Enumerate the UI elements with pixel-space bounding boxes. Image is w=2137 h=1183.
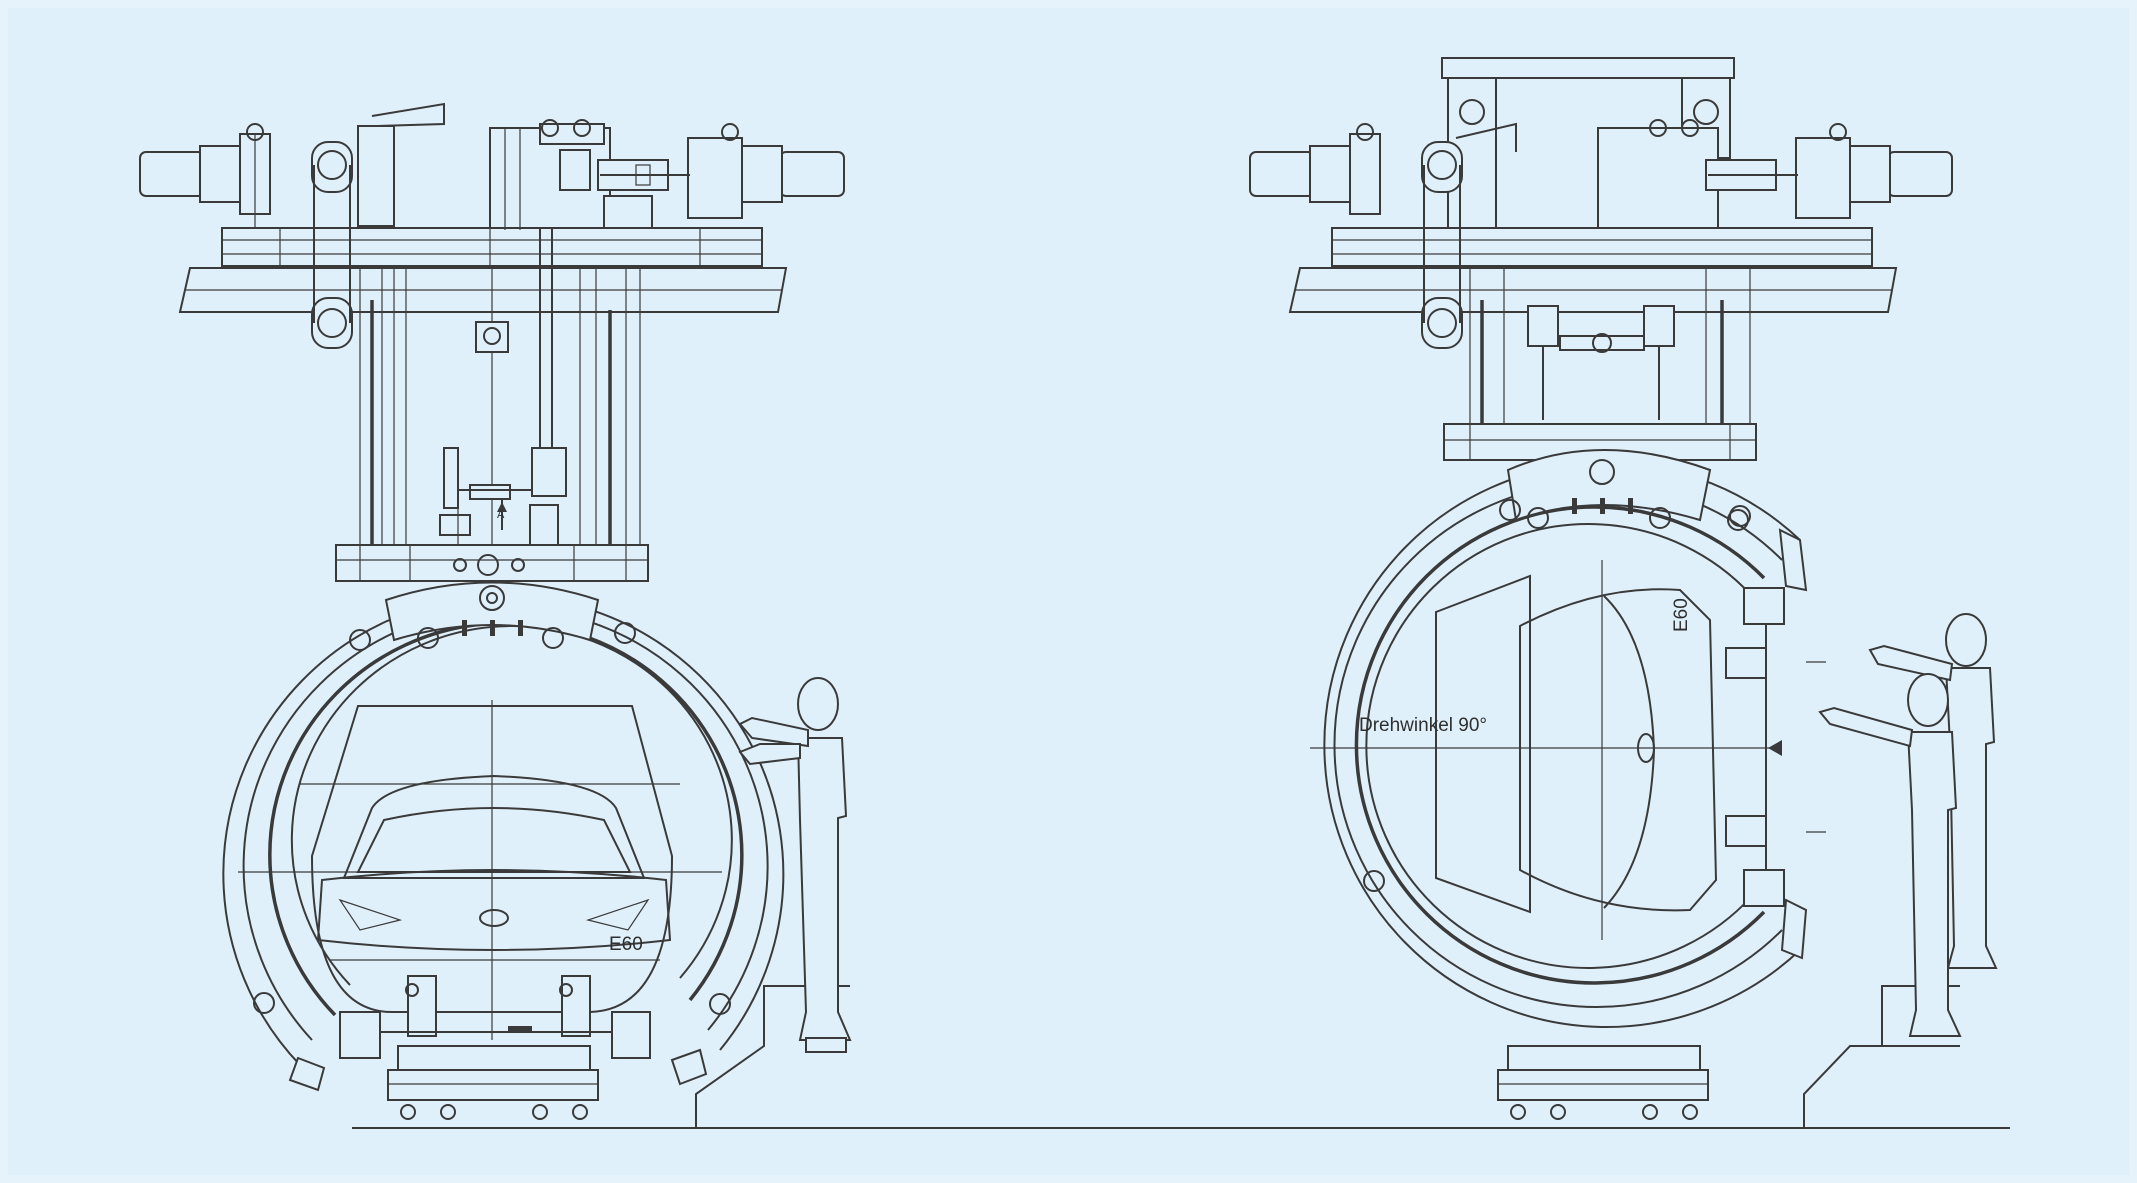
right-base-pallet — [1497, 1045, 1709, 1120]
left-worker-icon — [738, 677, 852, 1053]
left-section-arrow — [497, 500, 507, 530]
left-gearbox — [489, 119, 690, 230]
left-clamp-rig-icon — [339, 975, 651, 1059]
section-marker-label: A — [497, 509, 505, 521]
right-drive-motor-icon-b — [1795, 123, 1953, 219]
right-gantry-beam — [1288, 227, 1898, 313]
left-assembly — [139, 102, 852, 1128]
left-carriage — [335, 544, 649, 582]
right-car-rotated-icon — [1435, 574, 1718, 914]
right-assembly — [1249, 57, 1998, 1128]
left-ring — [222, 581, 785, 1092]
left-base-pallet — [387, 1045, 599, 1120]
left-lift-mechanism — [439, 447, 567, 560]
left-columns — [359, 228, 641, 549]
right-columns — [1469, 265, 1751, 427]
right-drive-motor-icon — [687, 123, 845, 219]
rotation-angle-label: Drehwinkel 90° — [1359, 715, 1487, 736]
right-belt-drive — [1421, 141, 1463, 349]
right-model-label: E60 — [1671, 598, 1692, 632]
left-hook — [475, 266, 509, 580]
left-belt-drive — [311, 102, 445, 349]
left-drive-motor-icon — [139, 123, 271, 228]
right-ring — [1323, 449, 1808, 1028]
right-clamp-rig-icon — [1725, 587, 1785, 907]
right-worker-icon-back — [1868, 613, 1998, 969]
left-gantry-beam — [178, 227, 788, 313]
right-worker-icon-front — [1818, 673, 1962, 1037]
right-platform — [1803, 1045, 1960, 1128]
right-drive-motor-icon-a — [1249, 123, 1381, 215]
right-gearbox — [1597, 119, 1798, 229]
left-model-label: E60 — [609, 934, 643, 955]
